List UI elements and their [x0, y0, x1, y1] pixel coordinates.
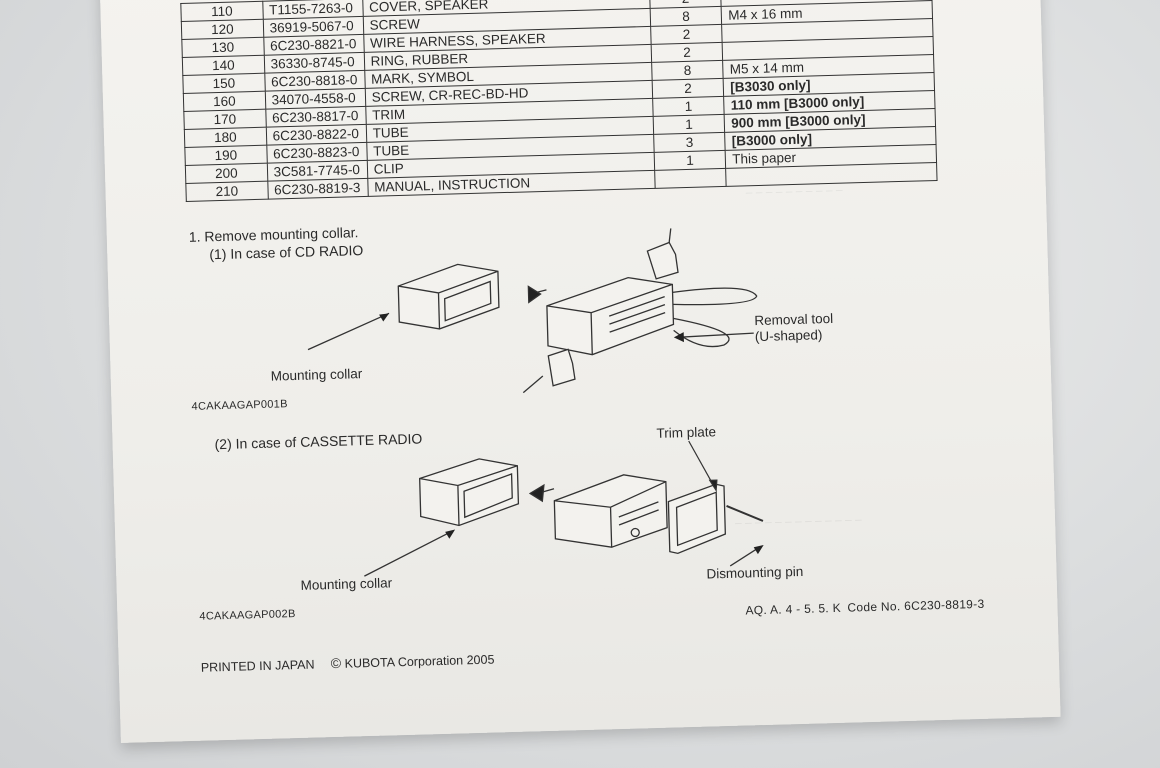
copyright-symbol: © — [330, 654, 342, 672]
mounting-collar-label-2: Mounting collar — [300, 575, 393, 593]
cell-part-no: 3C581-7745-0 — [266, 160, 368, 182]
figure-code-1: 4CAKAAGAP001B — [191, 398, 288, 413]
cell-no: 200 — [185, 163, 268, 184]
document-reference: AQ. A. 4 - 5. 5. K — [745, 600, 842, 618]
cell-qty: 2 — [651, 78, 724, 99]
instruction-sheet: – – – – – – – – – – – – – – – – – – – – … — [99, 0, 1061, 743]
cell-part-no: 36330-8745-0 — [263, 52, 365, 74]
figure-code-2: 4CAKAAGAP002B — [199, 608, 296, 623]
case-cassette-heading: (2) In case of CASSETTE RADIO — [214, 430, 423, 453]
cell-part-no: 6C230-8817-0 — [265, 106, 366, 128]
cell-qty: 2 — [650, 42, 723, 63]
printed-in-japan: PRINTED IN JAPAN — [200, 657, 315, 675]
cell-part-no: 6C230-8819-3 — [267, 178, 368, 200]
cell-qty: 8 — [649, 6, 722, 27]
cell-qty — [654, 168, 727, 189]
cell-no: 190 — [184, 145, 267, 166]
pin-arrow — [729, 544, 764, 567]
cell-no: 170 — [183, 109, 266, 130]
cell-no: 160 — [183, 91, 266, 112]
cell-no: 110 — [180, 1, 263, 22]
cell-part-no: 36919-5067-0 — [262, 16, 364, 38]
dismounting-pin-label: Dismounting pin — [706, 563, 804, 582]
cell-part-no: 6C230-8823-0 — [266, 142, 367, 164]
code-number: Code No. 6C230-8819-3 — [847, 596, 985, 615]
removal-tool-sublabel: (U-shaped) — [754, 327, 823, 345]
cell-part-no: 34070-4558-0 — [264, 88, 366, 110]
cell-qty: 8 — [651, 60, 724, 81]
cell-no: 180 — [184, 127, 267, 148]
tool-arrow — [673, 332, 754, 343]
cd-radio-diagram — [397, 228, 758, 394]
collar-arrow-2 — [364, 529, 456, 577]
cell-no: 130 — [181, 37, 264, 58]
collar-arrow-1 — [307, 312, 390, 351]
cell-no: 210 — [185, 181, 268, 202]
cell-part-no: 6C230-8818-0 — [264, 70, 365, 92]
mounting-collar-label-1: Mounting collar — [270, 366, 363, 384]
cassette-radio-diagram — [419, 440, 764, 555]
removal-tool-label: Removal tool — [754, 310, 834, 329]
copyright-line: © KUBOTA Corporation 2005 — [331, 651, 495, 672]
cell-qty: 1 — [652, 114, 725, 135]
cell-qty: 3 — [653, 132, 726, 153]
copyright-text: KUBOTA Corporation 2005 — [344, 652, 495, 671]
cell-part-no: 6C230-8821-0 — [263, 34, 364, 56]
cell-part-no: 6C230-8822-0 — [265, 124, 367, 146]
cell-no: 150 — [182, 73, 265, 94]
cell-no: 120 — [181, 19, 264, 40]
cell-no: 140 — [182, 55, 265, 76]
cell-qty: 1 — [652, 96, 725, 117]
cell-qty: 2 — [650, 24, 723, 45]
step-title: 1. Remove mounting collar. — [188, 224, 359, 245]
cell-qty: 1 — [653, 150, 726, 171]
